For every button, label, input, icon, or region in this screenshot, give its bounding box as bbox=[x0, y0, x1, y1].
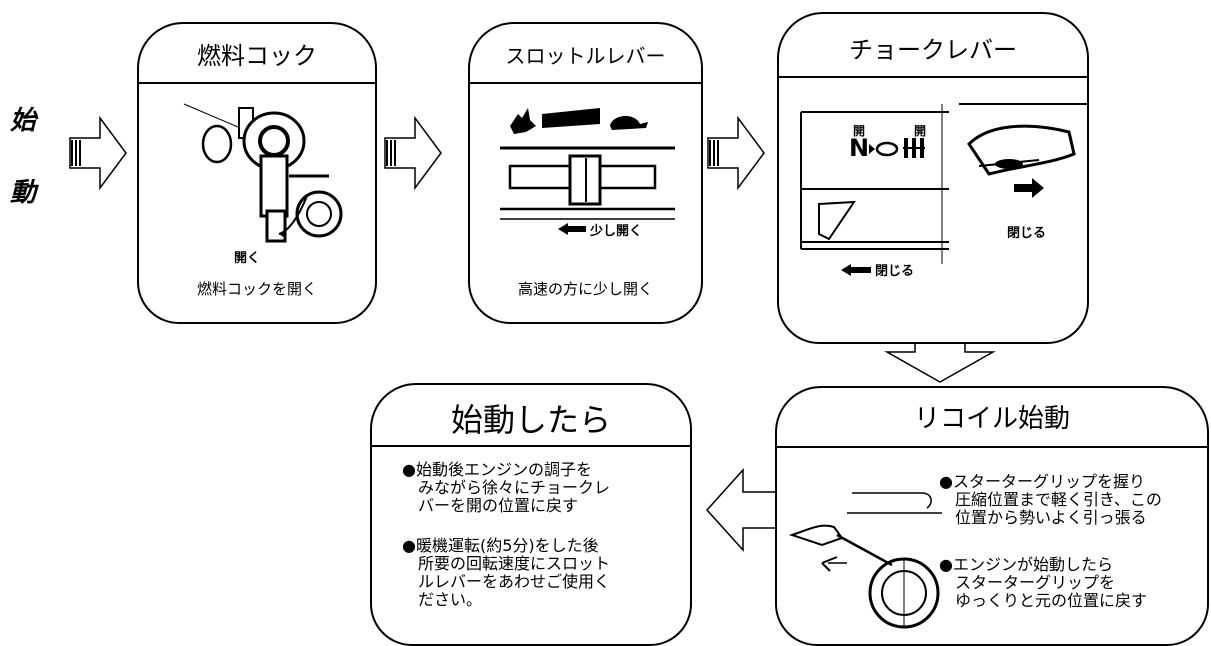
after-title: 始動したら bbox=[450, 401, 611, 439]
after-bullet-2: ●暖機運転(約5分)をした後 所要の回転速度にスロット ルレバーをあわせご使用く… bbox=[402, 536, 611, 609]
step-caption: 高速の方に少し開く bbox=[517, 280, 653, 298]
recoil-bullet-1: ●スターターグリップを握り 圧縮位置まで軽く引き、この 位置から勢いよく引っ張る bbox=[939, 472, 1162, 527]
step-title: 燃料コック bbox=[197, 42, 317, 70]
fuel-cock-open-label: 開く bbox=[234, 251, 261, 266]
flow-arrow-left-icon bbox=[705, 468, 779, 552]
step-card-throttle-lever: スロットルレバー 少し開く 高速の方に少し開く bbox=[468, 22, 703, 324]
arrow-left-icon bbox=[841, 264, 871, 276]
step-card-choke-lever: チョークレバー N 開 開 閉じる 閉じる bbox=[777, 12, 1089, 344]
throttle-label: 少し開く bbox=[590, 224, 643, 239]
choke-open-label-right: 開 bbox=[914, 124, 927, 138]
step-caption: 燃料コックを開く bbox=[196, 280, 317, 298]
fuel-cock-illustration-icon bbox=[183, 103, 343, 243]
flow-arrow-right-icon bbox=[384, 115, 442, 191]
choke-lever-illustration-icon: N bbox=[800, 103, 1087, 264]
step-title: スロットルレバー bbox=[505, 44, 666, 68]
choke-close-label-right: 閉じる bbox=[1007, 226, 1047, 241]
choke-close-label-left: 閉じる bbox=[875, 264, 915, 279]
choke-open-label-left: 開 bbox=[853, 124, 866, 138]
throttle-lever-illustration-icon bbox=[500, 108, 675, 220]
step-title: チョークレバー bbox=[849, 36, 1017, 64]
start-label-2: 動 bbox=[10, 178, 37, 208]
flow-arrow-right-icon bbox=[69, 115, 127, 191]
recoil-title: リコイル始動 bbox=[913, 404, 1070, 434]
recoil-starter-illustration-icon bbox=[788, 492, 942, 629]
svg-text:N: N bbox=[849, 134, 869, 162]
step-card-fuel-cock: 燃料コック 開く 燃料コックを開く bbox=[137, 22, 377, 324]
after-bullet-1: ●始動後エンジンの調子を みながら徐々にチョークレ バーを開の位置に戻す bbox=[402, 460, 611, 515]
recoil-start-card: リコイル始動 ●スターターグリップを握り 圧縮位置まで軽く引き、この 位置から勢… bbox=[775, 386, 1209, 646]
flow-arrow-right-icon bbox=[707, 115, 765, 191]
recoil-bullet-2: ●エンジンが始動したら スターターグリップを ゆっくりと元の位置に戻す bbox=[939, 555, 1148, 610]
after-start-card: 始動したら ●始動後エンジンの調子を みながら徐々にチョークレ バーを開の位置に… bbox=[370, 383, 692, 646]
start-label-1: 始 bbox=[10, 106, 37, 136]
arrow-left-icon bbox=[558, 223, 586, 235]
